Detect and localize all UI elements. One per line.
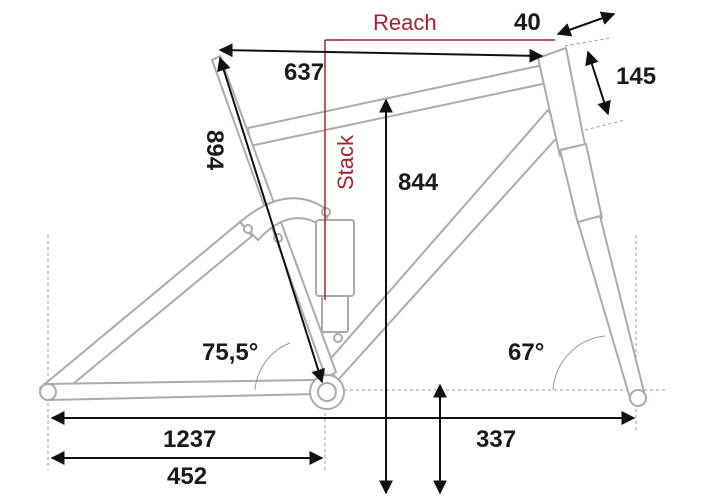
bb-drop-value: 337 bbox=[476, 426, 516, 453]
head-tube-value: 145 bbox=[616, 63, 656, 90]
seat-tube-value: 894 bbox=[201, 130, 228, 171]
wheelbase-value: 1237 bbox=[163, 426, 216, 453]
rear-dropout bbox=[39, 383, 57, 401]
stack-value: 844 bbox=[398, 169, 439, 196]
pivot-1 bbox=[243, 224, 253, 234]
headtube-top-guide bbox=[564, 37, 611, 47]
front-dropout bbox=[629, 389, 647, 407]
stack-label: Stack bbox=[333, 134, 358, 190]
shock-shaft bbox=[321, 295, 349, 333]
reach-label: Reach bbox=[373, 10, 437, 35]
seat-tube-arrow bbox=[217, 56, 325, 384]
headtube-bottom-guide bbox=[584, 119, 626, 131]
chainstay-value: 452 bbox=[167, 463, 207, 490]
head-angle-arc bbox=[552, 335, 606, 391]
shock-body bbox=[315, 219, 355, 297]
top-tube-arrow bbox=[218, 43, 544, 63]
pivot-3 bbox=[321, 207, 331, 217]
seat-stay bbox=[39, 221, 253, 399]
reach-value: 40 bbox=[514, 9, 541, 36]
chain-stay bbox=[43, 379, 319, 401]
bottom-bracket-inner bbox=[317, 382, 337, 402]
head-angle-value: 67° bbox=[508, 339, 544, 366]
seat-angle-value: 75,5° bbox=[202, 339, 258, 366]
fork-leg bbox=[577, 215, 645, 399]
bike-frame bbox=[39, 47, 647, 410]
dimension-arrows bbox=[50, 11, 636, 495]
fork-crown bbox=[559, 143, 603, 225]
top-tube-value: 637 bbox=[284, 59, 324, 86]
head-tube-arrow bbox=[585, 50, 611, 116]
offset-arrow bbox=[556, 11, 616, 37]
reach-stack-lines bbox=[324, 39, 555, 300]
pivot-4 bbox=[333, 333, 343, 343]
